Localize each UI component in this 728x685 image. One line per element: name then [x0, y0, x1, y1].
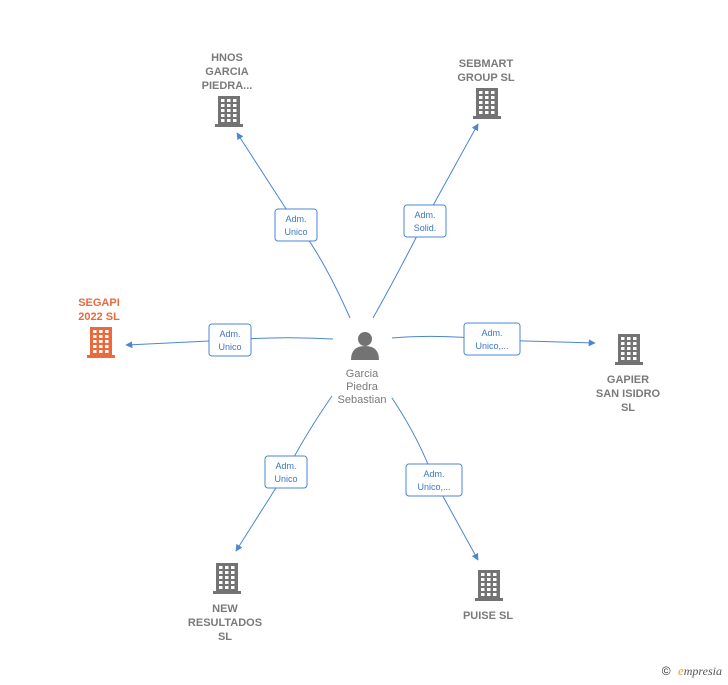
footer-brand: © empresia: [662, 663, 722, 679]
role-text: Unico: [284, 227, 307, 237]
company-label-segapi[interactable]: SEGAPI: [78, 297, 120, 309]
building-icon[interactable]: [215, 96, 243, 127]
role-tag-hnos[interactable]: Adm. Unico: [274, 208, 318, 242]
company-label-new-resultados[interactable]: RESULTADOS: [188, 617, 262, 629]
role-text: Unico: [274, 474, 297, 484]
person-label[interactable]: Garcia: [346, 368, 379, 380]
role-text: Adm.: [414, 210, 435, 220]
role-text: Unico: [218, 342, 241, 352]
company-label-gapier[interactable]: GAPIER: [607, 374, 649, 386]
brand-name: mpresia: [683, 664, 722, 678]
company-label-sebmart[interactable]: SEBMART: [459, 58, 514, 70]
role-text: Solid.: [414, 223, 437, 233]
company-label-sebmart[interactable]: GROUP SL: [457, 72, 515, 84]
building-icon[interactable]: [473, 88, 501, 119]
role-tag-segapi[interactable]: Adm. Unico: [208, 323, 252, 357]
role-text: Unico,...: [417, 482, 450, 492]
building-icon[interactable]: [213, 563, 241, 594]
role-tag-sebmart[interactable]: Adm. Solid.: [403, 204, 447, 238]
company-label-hnos[interactable]: HNOS: [211, 52, 243, 64]
company-label-hnos[interactable]: PIEDRA...: [202, 80, 253, 92]
company-label-new-resultados[interactable]: NEW: [212, 603, 238, 615]
company-label-new-resultados[interactable]: SL: [218, 631, 232, 643]
brand-initial: e: [677, 663, 684, 678]
role-tag-gapier[interactable]: Adm. Unico,...: [463, 322, 521, 356]
company-label-puise[interactable]: PUISE SL: [463, 610, 513, 622]
role-text: Adm.: [423, 469, 444, 479]
company-label-hnos[interactable]: GARCIA: [205, 66, 248, 78]
company-label-segapi[interactable]: 2022 SL: [78, 311, 120, 323]
building-icon[interactable]: [615, 334, 643, 365]
company-label-gapier[interactable]: SL: [621, 402, 635, 414]
person-icon[interactable]: [351, 332, 379, 360]
role-text: Adm.: [275, 461, 296, 471]
role-text: Adm.: [481, 328, 502, 338]
person-label[interactable]: Sebastian: [338, 394, 387, 406]
role-tag-new-resultados[interactable]: Adm. Unico: [264, 455, 308, 489]
building-icon[interactable]: [475, 570, 503, 601]
company-label-gapier[interactable]: SAN ISIDRO: [596, 388, 661, 400]
building-icon[interactable]: [87, 327, 115, 358]
role-tag-puise[interactable]: Adm. Unico,...: [405, 463, 463, 497]
role-text: Unico,...: [475, 341, 508, 351]
role-text: Adm.: [285, 214, 306, 224]
person-label[interactable]: Piedra: [346, 381, 379, 393]
copyright-symbol: ©: [661, 664, 671, 678]
role-text: Adm.: [219, 329, 240, 339]
